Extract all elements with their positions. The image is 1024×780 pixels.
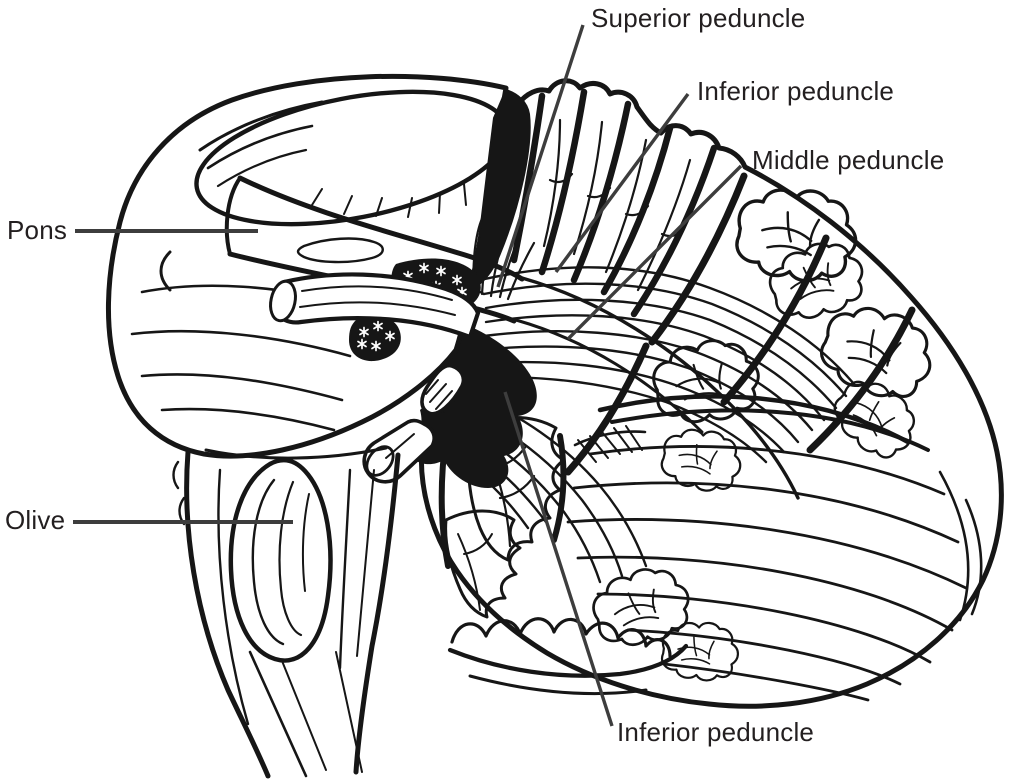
peduncle-fiber-ball xyxy=(566,394,983,702)
label-middle-peduncle: Middle peduncle xyxy=(752,145,945,175)
label-pons: Pons xyxy=(7,215,68,245)
leader-line-middle-peduncle xyxy=(566,164,743,341)
leader-line-superior-peduncle xyxy=(496,24,585,288)
cut-face-ticks xyxy=(311,183,467,218)
leader-line-inferior-peduncle-lower xyxy=(503,391,614,727)
cut-nerve-tube xyxy=(269,272,481,340)
cut-fissure-zone xyxy=(408,318,537,488)
label-inferior-peduncle-lower: Inferior peduncle xyxy=(617,717,815,747)
label-olive: Olive xyxy=(5,505,66,535)
bottom-folia-row xyxy=(447,617,689,696)
leader-lines xyxy=(73,24,743,727)
leader-line-inferior-peduncle-upper xyxy=(554,92,690,274)
pons-shape xyxy=(105,73,525,459)
fiber-hatch xyxy=(573,425,647,463)
label-inferior-peduncle-upper: Inferior peduncle xyxy=(697,76,895,106)
cut-stub-tube xyxy=(362,418,436,484)
olive-shape xyxy=(228,457,333,663)
label-superior-peduncle: Superior peduncle xyxy=(591,3,806,33)
star-texture-patch-small xyxy=(349,316,401,362)
medulla-shape xyxy=(172,446,401,779)
